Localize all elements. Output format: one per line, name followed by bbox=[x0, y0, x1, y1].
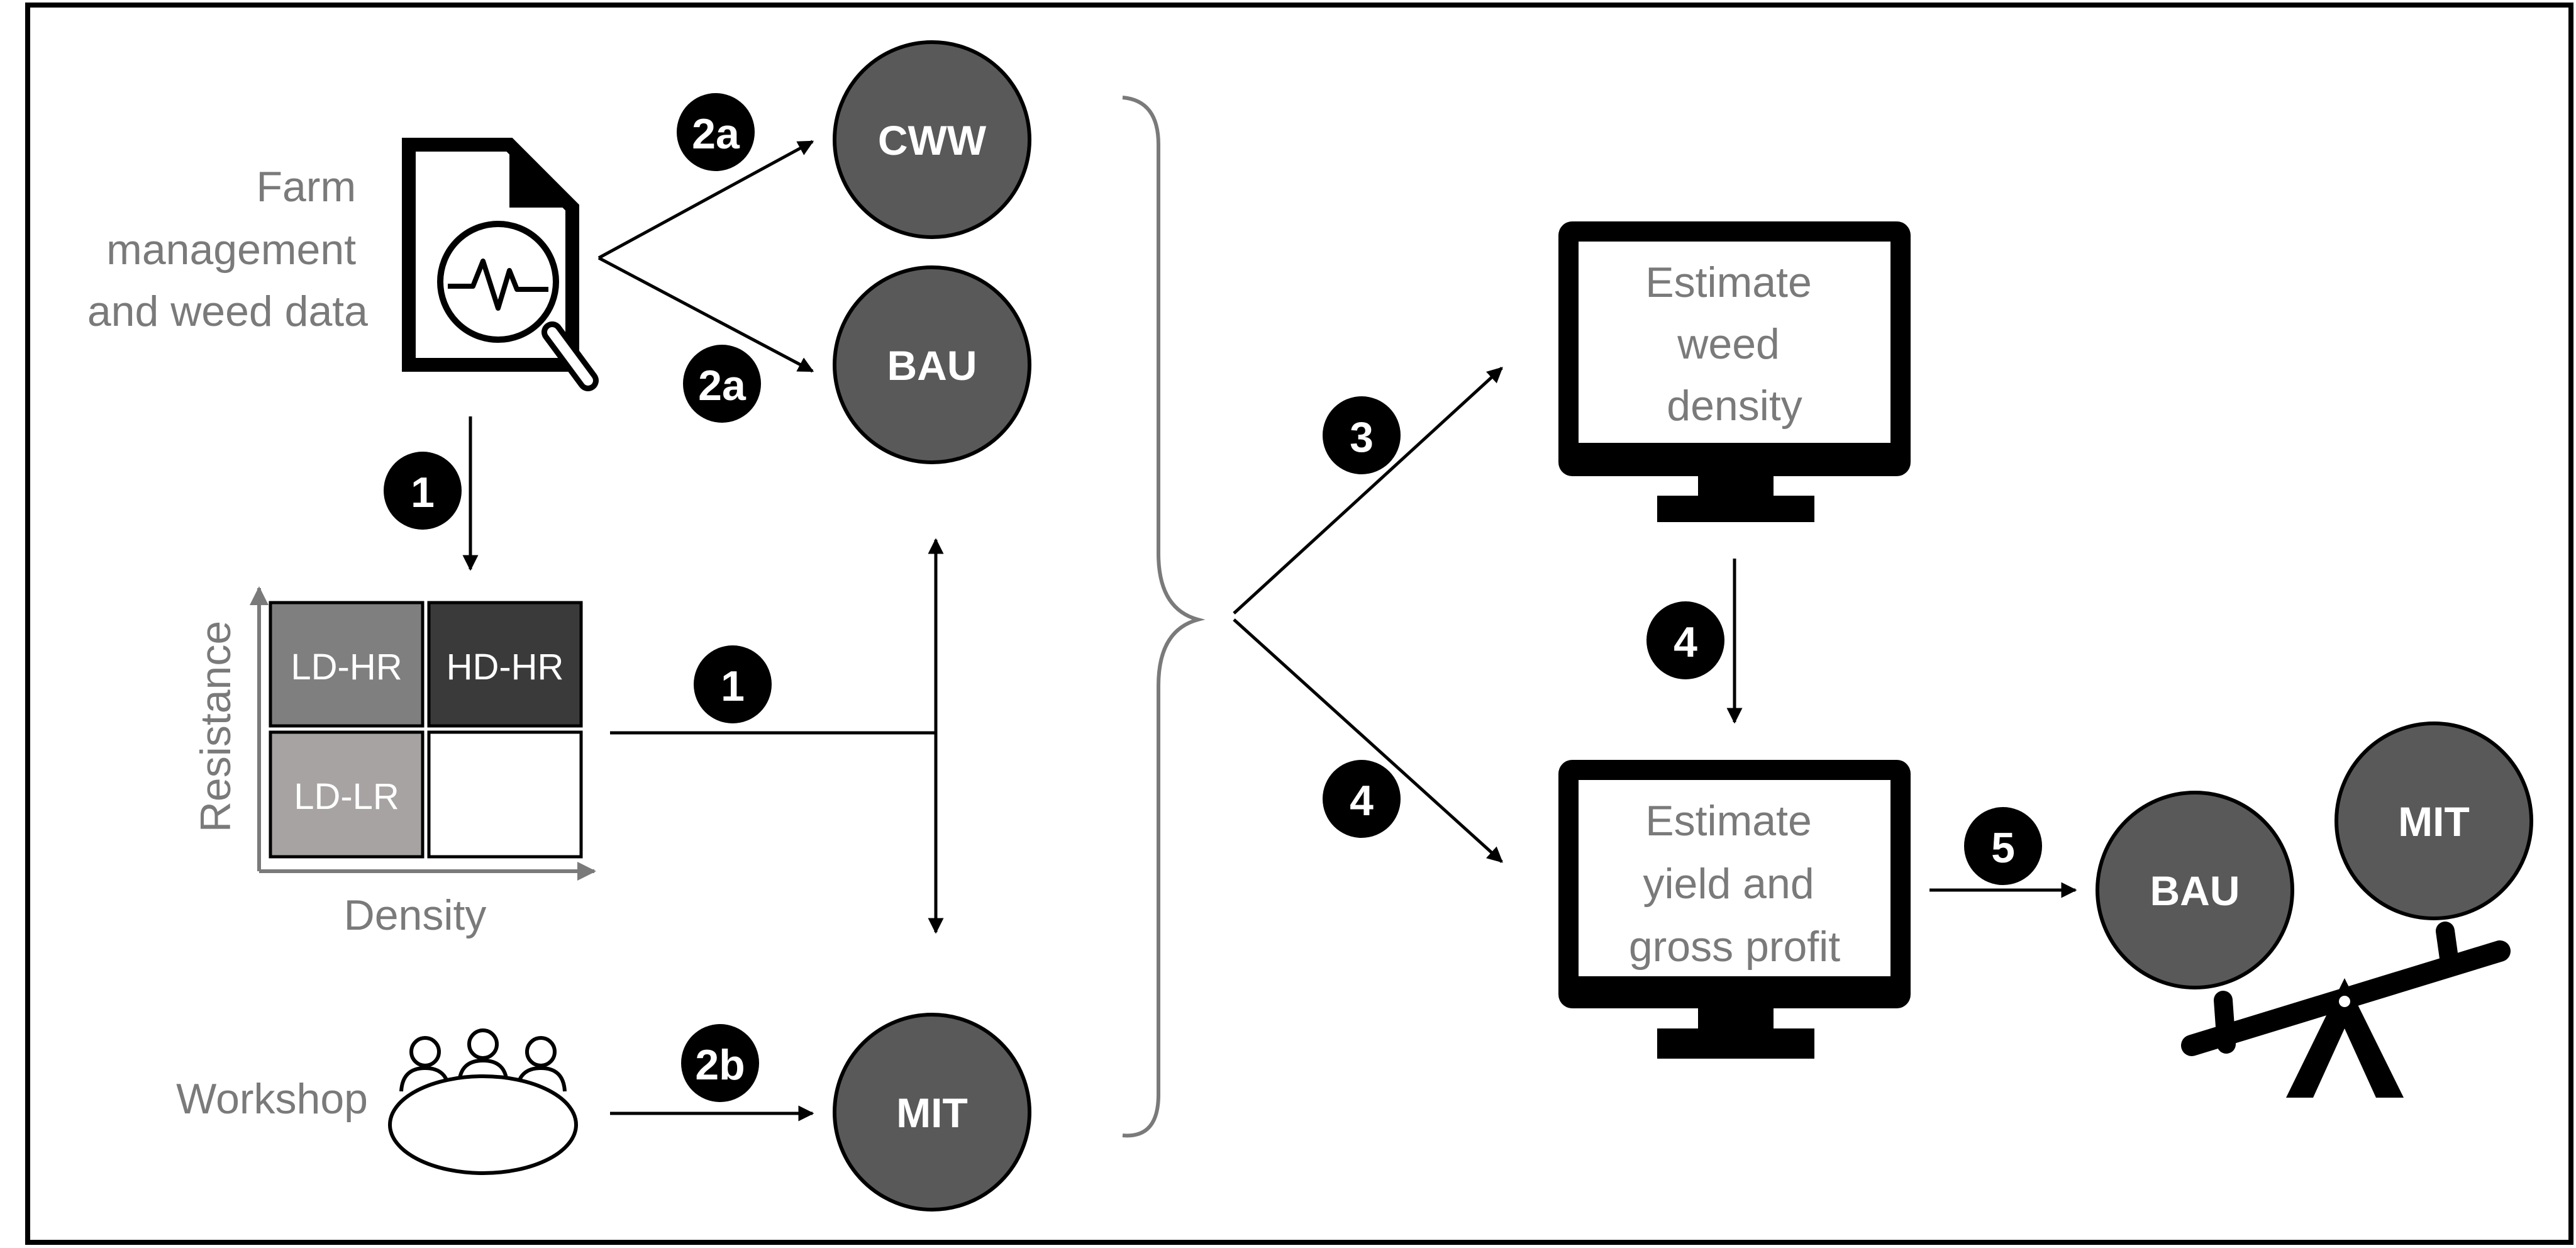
y-axis-label: Resistance bbox=[192, 621, 240, 832]
grouping-brace bbox=[1122, 96, 1206, 1138]
mit-circle: MIT bbox=[833, 1013, 1031, 1212]
arrow-to-yield-profit bbox=[1233, 618, 1503, 863]
svg-text:BAU: BAU bbox=[887, 342, 977, 389]
step-5-badge: 5 bbox=[1964, 807, 2042, 885]
svg-text:4: 4 bbox=[1350, 777, 1374, 825]
cell-ld-lr bbox=[269, 730, 425, 859]
arrow-to-weed-density bbox=[1233, 367, 1503, 615]
cell-ld-hr-label: LD-HR bbox=[291, 647, 402, 688]
svg-text:4: 4 bbox=[1674, 618, 1697, 666]
workshop-label: Workshop bbox=[176, 1075, 368, 1123]
svg-text:MIT: MIT bbox=[896, 1089, 968, 1136]
workshop-icon bbox=[388, 1028, 578, 1175]
step-4-badge-diagonal: 4 bbox=[1323, 760, 1401, 838]
x-axis-label: Density bbox=[344, 891, 487, 939]
monitor-yield-profit-label: Estimate yield and gross profit bbox=[1629, 797, 1840, 971]
svg-text:BAU: BAU bbox=[2150, 867, 2240, 914]
step-1-badge-top: 1 bbox=[384, 452, 462, 530]
cell-ld-hr bbox=[269, 601, 425, 728]
source-label: Farm management and weed data bbox=[87, 163, 368, 335]
step-3-badge: 3 bbox=[1323, 396, 1401, 474]
svg-text:2b: 2b bbox=[695, 1041, 745, 1089]
cell-hd-hr-label: HD-HR bbox=[447, 647, 564, 688]
bau-circle: BAU bbox=[833, 265, 1031, 464]
outer-frame bbox=[25, 3, 2573, 1245]
svg-text:MIT: MIT bbox=[2398, 798, 2470, 845]
comparison-mit-circle: MIT bbox=[2334, 722, 2533, 920]
monitor-weed-density-label: Estimate weed density bbox=[1645, 259, 1823, 430]
arrow-source-to-bau bbox=[597, 256, 814, 373]
svg-text:3: 3 bbox=[1350, 413, 1374, 461]
svg-text:2a: 2a bbox=[698, 362, 747, 410]
svg-text:1: 1 bbox=[721, 662, 745, 710]
step-2a-badge-bottom: 2a bbox=[683, 345, 761, 423]
cell-ld-lr-label: LD-LR bbox=[294, 776, 399, 817]
svg-text:1: 1 bbox=[411, 469, 435, 516]
cell-hd-hr bbox=[427, 601, 583, 728]
step-4-badge-vertical: 4 bbox=[1646, 601, 1724, 679]
arrow-source-to-cww bbox=[597, 140, 814, 260]
comparison-bau-circle: BAU bbox=[2096, 791, 2294, 989]
monitor-yield-profit bbox=[1558, 760, 1911, 1059]
svg-text:CWW: CWW bbox=[878, 117, 987, 164]
cell-empty bbox=[427, 730, 583, 859]
document-search-icon bbox=[402, 138, 599, 391]
step-1-badge-mid: 1 bbox=[694, 645, 772, 723]
svg-text:2a: 2a bbox=[692, 110, 740, 158]
step-2a-badge-top: 2a bbox=[677, 93, 755, 171]
cww-circle: CWW bbox=[833, 40, 1031, 239]
monitor-weed-density bbox=[1558, 221, 1911, 522]
density-resistance-matrix: LD-HR HD-HR LD-LR bbox=[250, 586, 596, 881]
step-2b-badge: 2b bbox=[681, 1024, 759, 1102]
seesaw-icon bbox=[2181, 922, 2511, 1098]
svg-text:5: 5 bbox=[1991, 824, 2015, 872]
